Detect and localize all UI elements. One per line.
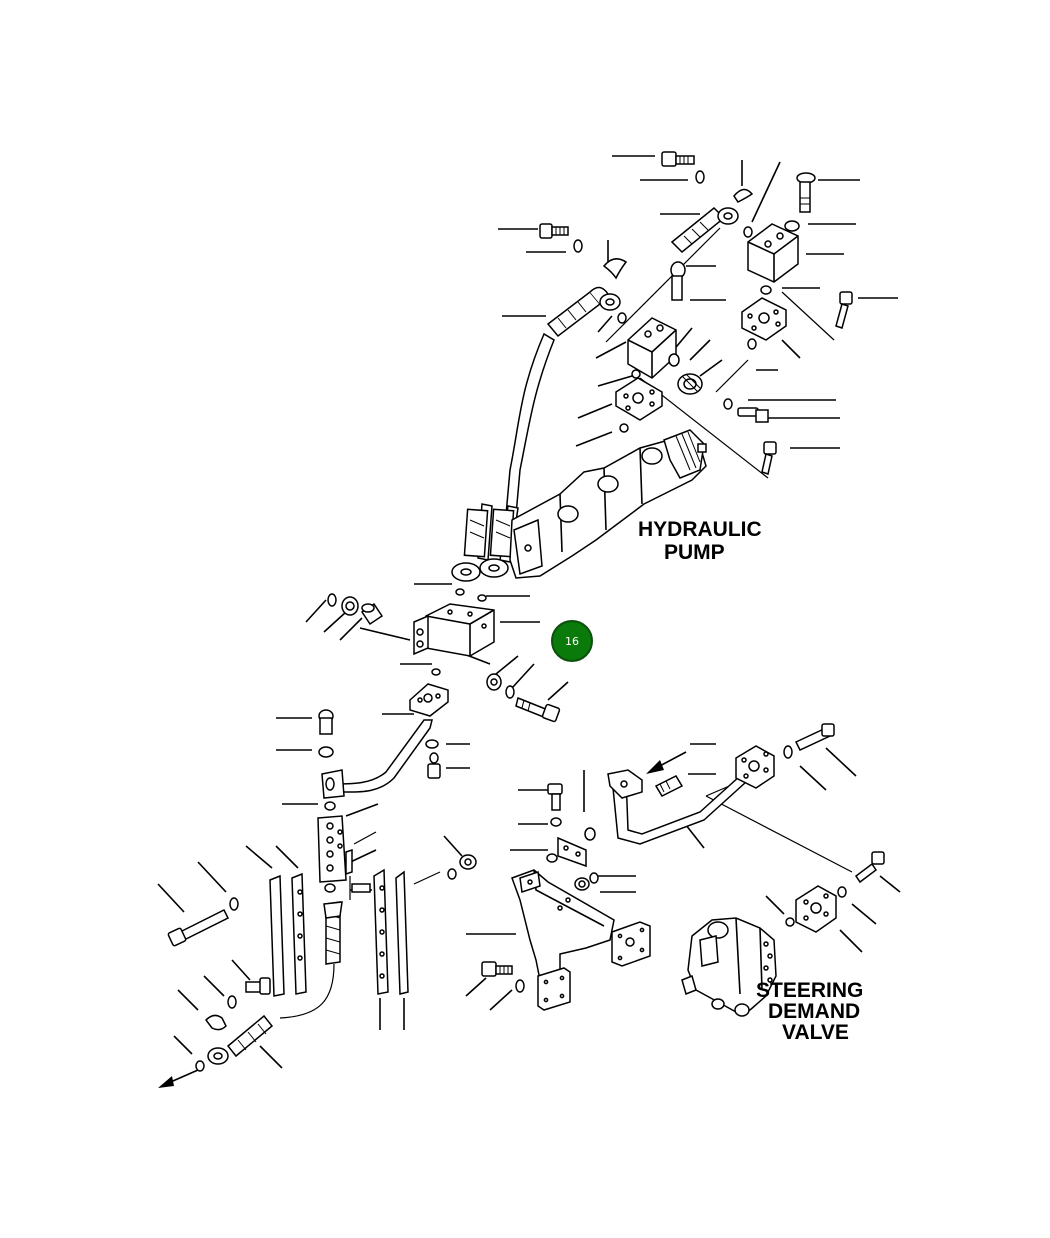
steering-demand-valve [681,917,777,1017]
o-ring-icon [837,886,847,898]
distribution-block-icon [317,815,353,883]
flange-plate-icon [741,297,787,341]
washer-icon [318,746,334,758]
bolt-icon [796,172,816,213]
bolt-icon [670,261,686,301]
washer-icon [550,817,562,827]
valve-block-group [305,583,569,723]
mounting-bracket-icon [511,869,651,1011]
washer-icon [227,995,237,1009]
valve-block-icon [413,603,495,657]
o-ring-icon [619,423,629,433]
o-ring-icon [631,369,641,379]
o-ring-icon [195,1060,205,1072]
nut-icon [486,673,502,691]
o-ring-icon [324,883,336,893]
flange-plate-icon [615,377,663,421]
hose-icon [670,206,739,254]
washer-icon [447,868,457,880]
nut-icon [574,877,590,891]
bolt-icon [481,961,513,977]
bolt-icon [245,977,271,995]
o-ring-icon [617,312,627,324]
bolt-icon [167,908,230,947]
washer-icon [546,853,558,863]
top-fittings-group [498,151,898,479]
bolt-icon [515,696,561,723]
left-assembly-group [157,683,477,1088]
elbow-fitting-icon [677,373,703,395]
o-ring-icon [455,588,465,596]
manifold-block-icon [627,317,677,379]
callout-number: 16 [565,635,579,648]
steering-demand-valve-label-line1: STEERING [756,979,863,1002]
steering-demand-valve-label-line3: VALVE [782,1021,849,1044]
washer-icon [784,220,800,232]
mounting-rail-icon [373,868,409,995]
hydraulic-pump-label-line1: HYDRAULIC [638,518,762,541]
o-ring-icon [431,668,441,676]
washer-icon [425,739,439,749]
bent-pipe-icon [321,683,449,799]
flow-arrow-icon [158,1069,199,1088]
o-ring-icon [584,827,596,841]
bolt-icon [737,407,769,423]
nut-icon [459,854,477,870]
bolt-icon [318,709,334,735]
callout-marker[interactable]: 16 [551,620,593,662]
washer-icon [589,872,599,884]
o-ring-icon [760,285,772,295]
o-ring-icon [324,801,336,811]
bolt-icon [427,752,441,779]
o-ring-icon [477,594,487,602]
nut-icon [341,596,359,616]
bolt-icon [661,151,695,167]
manifold-block-icon [747,223,799,283]
bolt-icon [794,723,835,751]
hose-icon [279,901,343,1019]
bolt-icon [835,291,853,329]
washer-icon [505,685,515,699]
o-ring-icon [747,338,757,350]
flange-plate-icon [537,967,571,1011]
flange-plate-icon [735,745,775,789]
steering-supply-pipe-icon [607,769,748,845]
hydraulic-pump [451,332,707,582]
hose-icon [546,286,621,338]
bushing-icon [360,602,384,626]
flange-plate-icon [795,885,837,933]
o-ring-icon [785,917,795,927]
o-ring-icon [695,170,705,184]
retaining-clip-icon [205,1014,227,1031]
bracket-plate-icon [557,836,587,868]
mounting-rail-icon [269,872,307,997]
bolt-icon [547,783,563,811]
washer-icon [783,745,793,759]
hose-icon [207,1014,274,1065]
flange-plate-icon [409,683,449,717]
o-ring-icon [743,226,753,238]
right-assembly-group [465,723,901,1017]
o-ring-icon [723,398,733,410]
o-ring-icon [327,593,337,607]
bolt-icon [539,223,569,239]
hydraulic-pump-label-line2: PUMP [664,541,725,564]
spacer-icon [351,883,371,893]
washer-icon [515,979,525,993]
flange-plate-icon [611,921,651,967]
steering-demand-valve-label-line2: DEMAND [768,1000,860,1023]
o-ring-icon [573,239,583,253]
bolt-icon [761,441,777,475]
washer-icon [229,897,239,911]
bolt-icon [854,851,885,884]
flow-arrow-icon [646,751,687,774]
o-ring-icon [668,353,680,367]
retaining-clip-icon [602,258,628,280]
retaining-clip-icon [733,188,754,203]
